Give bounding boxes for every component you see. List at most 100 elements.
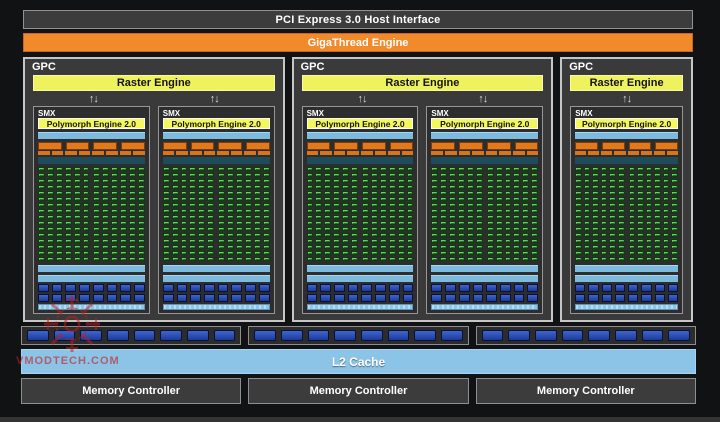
cuda-core xyxy=(171,239,179,243)
cuda-core xyxy=(475,167,483,171)
cuda-core xyxy=(120,173,127,177)
cache-bar xyxy=(431,275,539,282)
cuda-core xyxy=(137,245,145,249)
cuda-core xyxy=(495,257,503,261)
cuda-core xyxy=(671,203,678,207)
cuda-core xyxy=(162,215,170,219)
cuda-core xyxy=(397,209,405,213)
cuda-core xyxy=(531,209,539,213)
cuda-core xyxy=(431,215,439,219)
sfu-unit xyxy=(601,294,612,302)
cuda-core xyxy=(637,257,644,261)
cuda-core xyxy=(431,191,439,195)
cuda-core xyxy=(218,203,226,207)
cuda-core xyxy=(244,245,252,249)
cuda-core xyxy=(333,215,341,219)
cuda-core xyxy=(46,239,54,243)
cuda-core xyxy=(531,257,539,261)
cuda-core xyxy=(637,191,644,195)
cuda-core xyxy=(189,257,197,261)
cuda-core xyxy=(64,191,72,195)
cuda-core xyxy=(458,227,465,231)
cuda-core xyxy=(324,167,332,171)
cuda-core xyxy=(244,179,252,183)
load-store-unit xyxy=(641,284,652,292)
cuda-core xyxy=(486,173,494,177)
crossbar-port xyxy=(361,330,383,341)
dispatch-unit-segment xyxy=(38,151,50,155)
cuda-core xyxy=(592,203,599,207)
cuda-core xyxy=(431,251,439,255)
cuda-core xyxy=(637,173,644,177)
cuda-core xyxy=(486,197,494,201)
crossbar-port xyxy=(441,330,463,341)
dispatch-unit-segment xyxy=(176,151,188,155)
memory-controller-box: Memory Controller xyxy=(475,378,696,404)
cuda-core xyxy=(38,227,45,231)
cuda-core xyxy=(207,239,215,243)
cuda-core xyxy=(198,215,206,219)
crossbar-port xyxy=(615,330,637,341)
cuda-core xyxy=(82,221,90,225)
cuda-core xyxy=(244,173,252,177)
cuda-core xyxy=(600,191,608,195)
cuda-core xyxy=(654,245,661,249)
cuda-core xyxy=(198,245,206,249)
dispatch-unit-segment xyxy=(640,151,652,155)
cuda-core xyxy=(351,221,358,225)
cuda-core xyxy=(362,173,369,177)
cuda-core xyxy=(575,245,582,249)
sfu-unit xyxy=(575,294,586,302)
cuda-core xyxy=(315,251,323,255)
cuda-core xyxy=(654,203,661,207)
cuda-core xyxy=(218,227,226,231)
load-store-row xyxy=(306,284,414,292)
cuda-core xyxy=(466,173,474,177)
cuda-core xyxy=(440,167,448,171)
cuda-core xyxy=(466,239,474,243)
cuda-core xyxy=(449,185,457,189)
sfu-row xyxy=(431,294,539,302)
cuda-core xyxy=(531,167,539,171)
register-file-bar xyxy=(306,157,414,164)
cuda-core xyxy=(495,173,503,177)
cuda-core xyxy=(129,251,136,255)
cuda-core xyxy=(102,179,110,183)
warp-scheduler-segment xyxy=(389,142,414,150)
cuda-core xyxy=(180,245,188,249)
cuda-core xyxy=(513,179,521,183)
cuda-core xyxy=(129,191,136,195)
cuda-core xyxy=(575,233,582,237)
cuda-core xyxy=(189,197,197,201)
cuda-core xyxy=(592,215,599,219)
cuda-core xyxy=(64,215,72,219)
cuda-core xyxy=(253,209,261,213)
cuda-core xyxy=(592,251,599,255)
cuda-core xyxy=(171,209,179,213)
cache-bar xyxy=(38,265,145,272)
cuda-core xyxy=(244,221,252,225)
cuda-core xyxy=(137,251,145,255)
cuda-core xyxy=(102,245,110,249)
cuda-core xyxy=(466,251,474,255)
cuda-core xyxy=(575,215,582,219)
cuda-core xyxy=(449,191,457,195)
cuda-core xyxy=(198,203,206,207)
warp-scheduler-segment xyxy=(121,142,145,150)
cuda-core xyxy=(120,203,127,207)
cuda-core xyxy=(207,197,215,201)
cuda-core xyxy=(379,179,387,183)
dispatch-unit-segment xyxy=(512,151,525,155)
dispatch-unit-row xyxy=(38,151,145,155)
cuda-core xyxy=(522,173,530,177)
cuda-core xyxy=(583,185,591,189)
cuda-core xyxy=(64,167,72,171)
cuda-core xyxy=(575,191,582,195)
cuda-core xyxy=(440,197,448,201)
warp-scheduler-segment xyxy=(431,142,456,150)
texture-unit-bar xyxy=(162,304,270,310)
instruction-cache-bar xyxy=(306,132,414,139)
cuda-core xyxy=(218,215,226,219)
cuda-core xyxy=(637,221,644,225)
